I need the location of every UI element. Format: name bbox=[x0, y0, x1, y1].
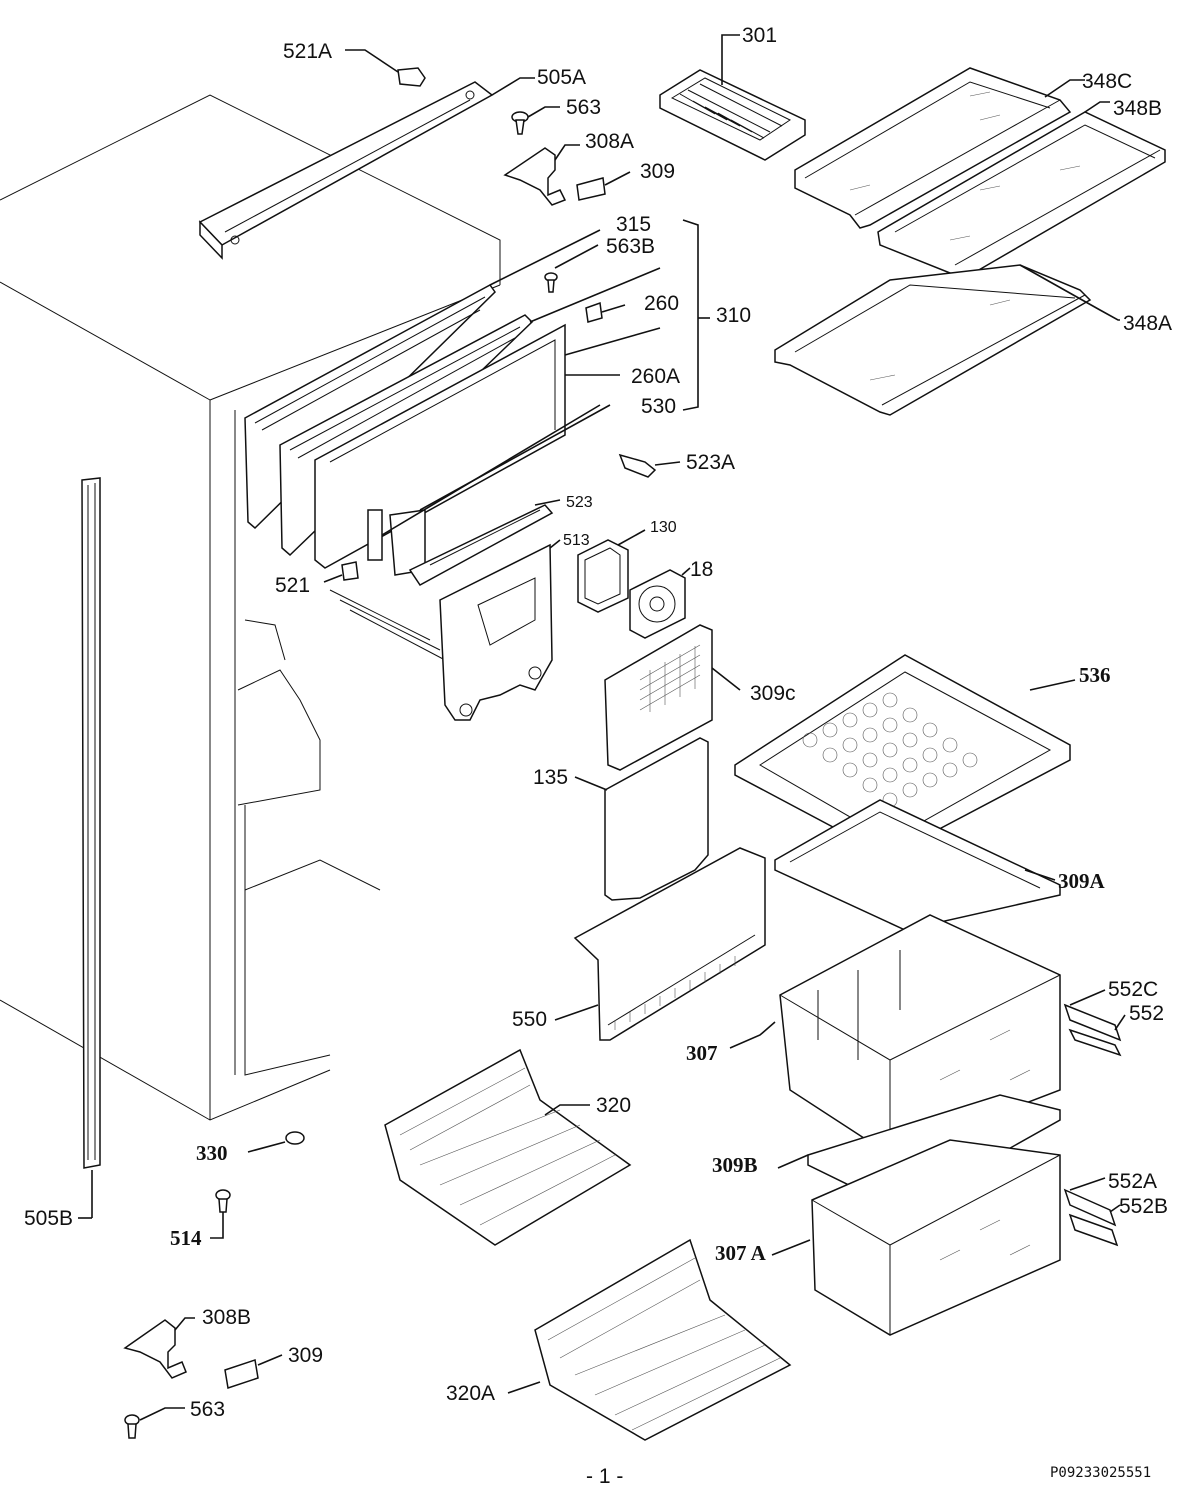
label-330: 330 bbox=[196, 1141, 228, 1165]
cover-513 bbox=[439, 539, 561, 721]
label-310: 310 bbox=[716, 304, 751, 327]
door-strip-505b bbox=[78, 477, 101, 1219]
label-505a: 505A bbox=[537, 66, 586, 89]
ice-tray-301 bbox=[659, 34, 806, 161]
label-513: 513 bbox=[563, 532, 590, 549]
cap-521a bbox=[345, 49, 426, 87]
label-536: 536 bbox=[1079, 663, 1111, 687]
fridge-cabinet bbox=[0, 94, 501, 1121]
glass-shelf-348b bbox=[877, 101, 1166, 279]
label-523: 523 bbox=[566, 494, 593, 511]
label-309a: 309A bbox=[1058, 869, 1106, 893]
label-550: 550 bbox=[512, 1008, 547, 1031]
wire-basket-320a bbox=[507, 1238, 792, 1441]
panel-135 bbox=[574, 737, 709, 901]
hinge-308b bbox=[123, 1317, 195, 1379]
label-135: 135 bbox=[533, 766, 568, 789]
drawing-code: P09233025551 bbox=[1050, 1465, 1151, 1481]
label-301: 301 bbox=[742, 24, 777, 47]
fan-18 bbox=[629, 567, 691, 639]
clip-523a bbox=[618, 453, 681, 478]
label-260a: 260A bbox=[631, 365, 680, 388]
label-309-bottom: 309 bbox=[288, 1344, 323, 1367]
label-552: 552 bbox=[1129, 1002, 1164, 1025]
slide-rails-552-upper bbox=[1063, 989, 1126, 1057]
label-552c: 552C bbox=[1108, 978, 1158, 1001]
fan-housing-130 bbox=[577, 529, 646, 613]
crisper-cover-536 bbox=[734, 654, 1076, 856]
plate-309-bottom bbox=[224, 1354, 283, 1389]
label-521: 521 bbox=[275, 574, 310, 597]
label-552b: 552B bbox=[1119, 1195, 1168, 1218]
label-563-top: 563 bbox=[566, 96, 601, 119]
plate-309-top bbox=[576, 171, 631, 201]
label-309c: 309c bbox=[750, 682, 796, 705]
glass-shelf-348c bbox=[794, 67, 1085, 229]
label-348a: 348A bbox=[1123, 312, 1172, 335]
glass-shelf-348a bbox=[774, 264, 1120, 416]
top-cover-505a bbox=[198, 77, 535, 260]
label-260: 260 bbox=[644, 292, 679, 315]
label-514: 514 bbox=[170, 1226, 202, 1250]
label-315: 315 bbox=[616, 213, 651, 236]
label-348c: 348C bbox=[1082, 70, 1132, 93]
label-505b: 505B bbox=[24, 1207, 73, 1230]
label-320a: 320A bbox=[446, 1382, 495, 1405]
label-309-top: 309 bbox=[640, 160, 675, 183]
label-530: 530 bbox=[641, 395, 676, 418]
label-348b: 348B bbox=[1113, 97, 1162, 120]
label-307a: 307 A bbox=[715, 1241, 767, 1265]
label-130: 130 bbox=[650, 519, 677, 536]
label-563b: 563B bbox=[606, 235, 655, 258]
label-309b: 309B bbox=[712, 1153, 758, 1177]
label-523a: 523A bbox=[686, 451, 735, 474]
label-18: 18 bbox=[690, 558, 713, 581]
screw-563-bottom bbox=[124, 1407, 185, 1439]
hinge-308a bbox=[503, 144, 580, 206]
grille-309c bbox=[604, 624, 741, 771]
glass-309a bbox=[774, 799, 1061, 931]
label-563-bottom: 563 bbox=[190, 1398, 225, 1421]
label-308b: 308B bbox=[202, 1306, 251, 1329]
callout-labels: 521A 505A 563 308A 309 301 348C 348B 348… bbox=[24, 24, 1172, 1421]
screw-514 bbox=[210, 1189, 231, 1239]
slide-rails-552-lower bbox=[1063, 1177, 1121, 1247]
rail-523 bbox=[408, 499, 561, 586]
divider-550 bbox=[554, 847, 766, 1041]
label-521a: 521A bbox=[283, 40, 332, 63]
label-320: 320 bbox=[596, 1094, 631, 1117]
screw-563-top bbox=[511, 106, 560, 135]
label-307: 307 bbox=[686, 1041, 718, 1065]
foot-330 bbox=[247, 1131, 305, 1153]
freezer-door-assembly bbox=[244, 219, 710, 583]
page-number: - 1 - bbox=[586, 1465, 623, 1488]
label-552a: 552A bbox=[1108, 1170, 1157, 1193]
crisper-drawer-307 bbox=[729, 914, 1061, 1156]
wire-basket-320 bbox=[384, 1048, 632, 1246]
crisper-drawer-307a bbox=[771, 1139, 1061, 1336]
label-308a: 308A bbox=[585, 130, 634, 153]
